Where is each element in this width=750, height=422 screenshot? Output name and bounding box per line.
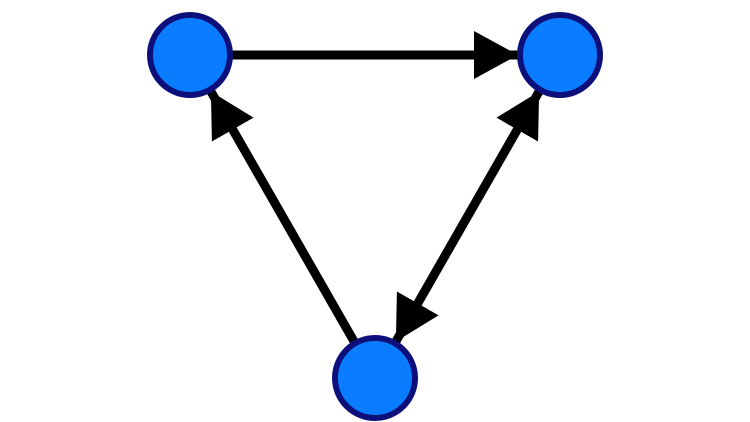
- edges-layer: [206, 31, 544, 344]
- node-bottom: [332, 335, 418, 421]
- node-top-left: [147, 12, 233, 98]
- edge-top-right-bottom: [391, 89, 544, 344]
- node-top-right: [517, 12, 603, 98]
- nodes-layer: [147, 12, 603, 421]
- edge-bottom-to-top-left: [206, 89, 359, 344]
